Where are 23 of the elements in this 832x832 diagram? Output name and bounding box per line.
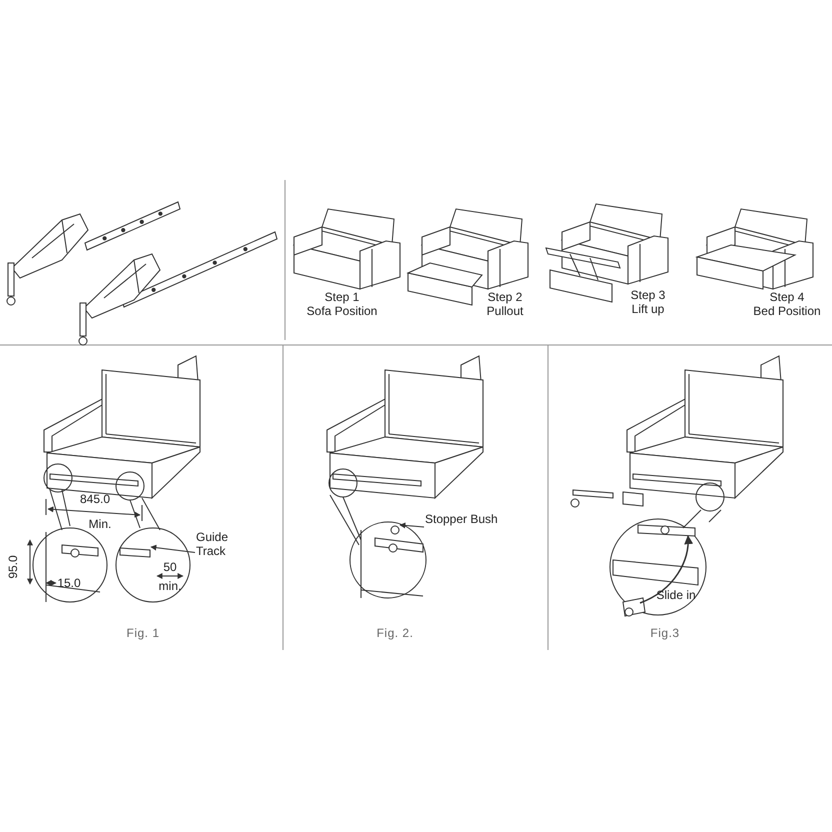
leader-line (399, 522, 424, 528)
figure-caption: Fig.3 (650, 626, 680, 640)
step-label: Step 4 (770, 290, 804, 304)
figure-caption: Fig. 2. (376, 626, 414, 640)
step-label: Step 2 (488, 290, 522, 304)
position-label: Bed Position (753, 304, 821, 318)
dimension-label: 95.0 (6, 555, 20, 579)
stopper-bush (390, 526, 400, 534)
dimension-label: 50 (163, 560, 177, 574)
dimension-label: min. (158, 579, 182, 593)
leader-line (150, 544, 196, 553)
position-label: Lift up (632, 302, 664, 316)
step-label: Step 1 (324, 290, 360, 304)
position-label: Sofa Position (306, 304, 378, 318)
figure-caption: Fig. 1 (126, 626, 160, 640)
callout-label: Stopper Bush (425, 512, 505, 526)
step-label: Step 3 (630, 288, 666, 302)
dimension-label: Min. (88, 517, 112, 531)
dimension-label: 845.0 (80, 492, 110, 506)
callout-label: Guide Track (196, 530, 236, 558)
instruction-label: Slide in (656, 588, 696, 602)
dimension-label: 15.0 (57, 576, 81, 590)
position-label: Pullout (486, 304, 524, 318)
